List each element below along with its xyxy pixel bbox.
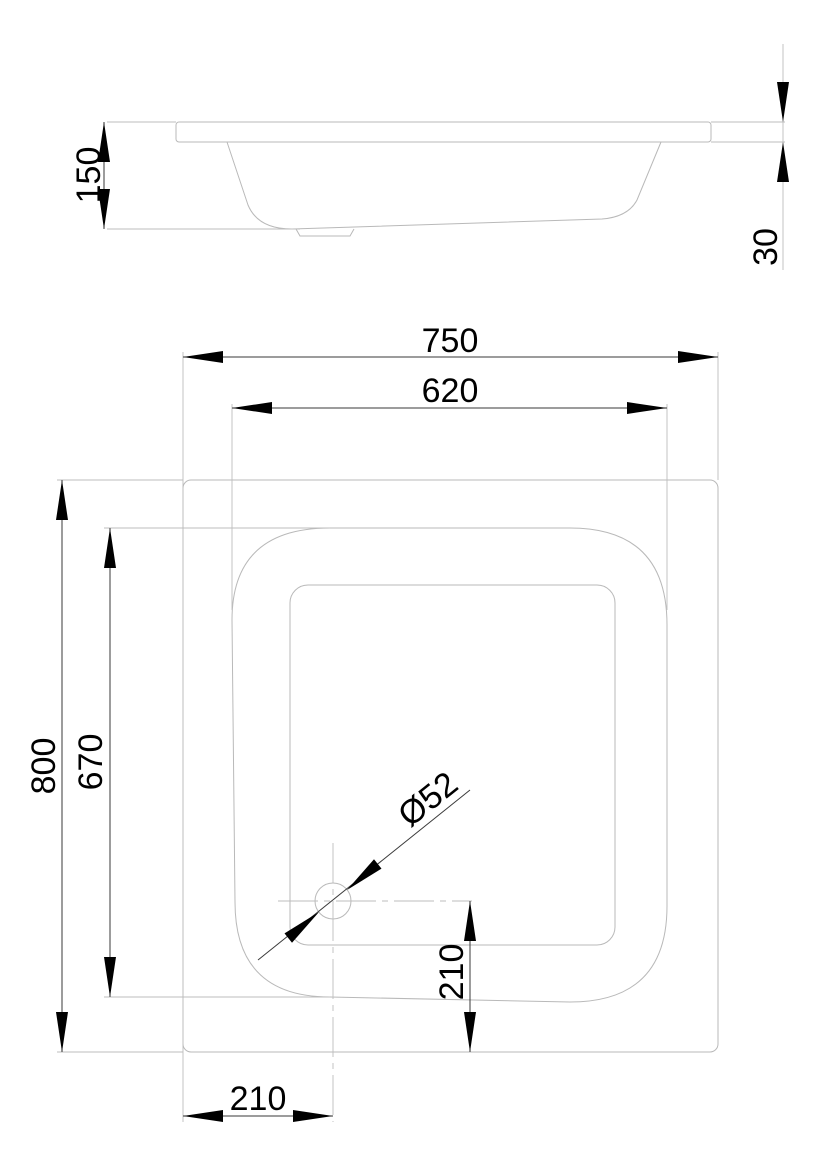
side-view-body [226,141,662,230]
arrowhead [284,912,319,943]
arrowhead [232,402,272,414]
dimension-drain-offset-left: 210 [230,1080,287,1118]
dimension-length-670: 670 [72,734,110,791]
arrowhead [678,351,718,363]
arrowhead [98,122,110,162]
side-view-rim [175,121,712,143]
dimension-drain-offset-bottom: 210 [433,944,471,1001]
arrowhead [293,1110,333,1122]
arrowhead [777,82,789,122]
basin-floor [289,584,616,946]
dimension-length-800: 800 [25,738,63,795]
dimension-height-150: 150 [70,147,108,204]
arrowhead [56,480,68,520]
arrowhead [627,402,667,414]
arrowhead [183,351,223,363]
dimension-width-750: 750 [422,322,479,360]
top-view: 750 620 800 670 Ø52 210 210 [25,322,719,1122]
arrowhead [104,528,116,568]
side-view-drain [295,228,355,237]
arrowhead [464,1012,476,1052]
basin-outline [231,527,668,1003]
arrowhead [347,859,382,890]
side-view: 150 30 [70,44,789,270]
arrowhead [777,142,789,182]
arrowhead [56,1012,68,1052]
arrowhead [464,901,476,941]
dimension-rim-30: 30 [747,228,785,266]
arrowhead [183,1110,223,1122]
arrowhead [104,957,116,997]
dimension-width-620: 620 [422,372,479,410]
arrowhead [98,189,110,229]
